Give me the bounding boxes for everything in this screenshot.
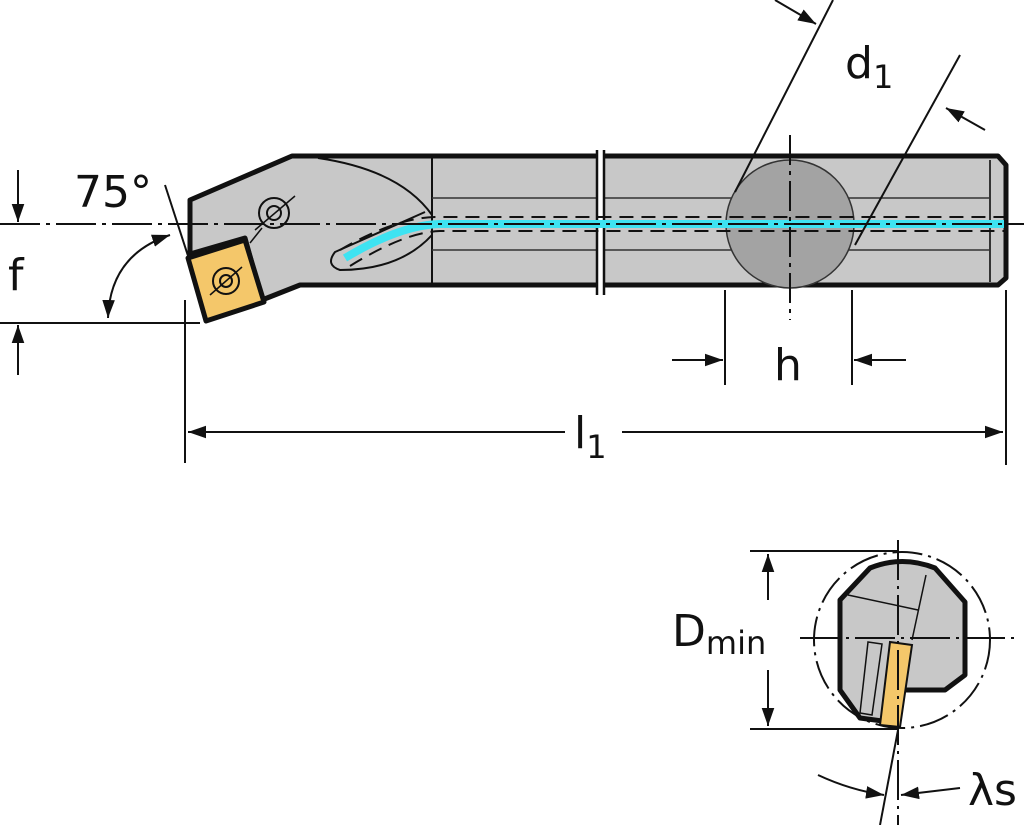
approach-angle-dimension: 75° [74,167,191,319]
end-view [800,540,1015,825]
coolant-channel [339,216,1004,267]
h-dimension: h [672,290,906,391]
dmin-dimension: Dmin [670,550,898,730]
angle-label: 75° [74,167,152,218]
d1-dimension: d1 [734,0,986,246]
f-dimension: f [0,170,200,375]
clamp-screw-icon [258,197,290,229]
f-label: f [8,250,25,301]
dmin-label: Dmin [672,606,766,662]
l1-label: l1 [574,408,607,466]
insert [185,195,296,324]
inclination-angle-dimension: λs [817,765,1017,816]
lambda-s-label: λs [968,765,1017,816]
insert-screw-icon [212,267,240,295]
l1-dimension: l1 [184,290,1007,466]
d1-label: d1 [845,38,893,96]
h-label: h [774,340,802,391]
